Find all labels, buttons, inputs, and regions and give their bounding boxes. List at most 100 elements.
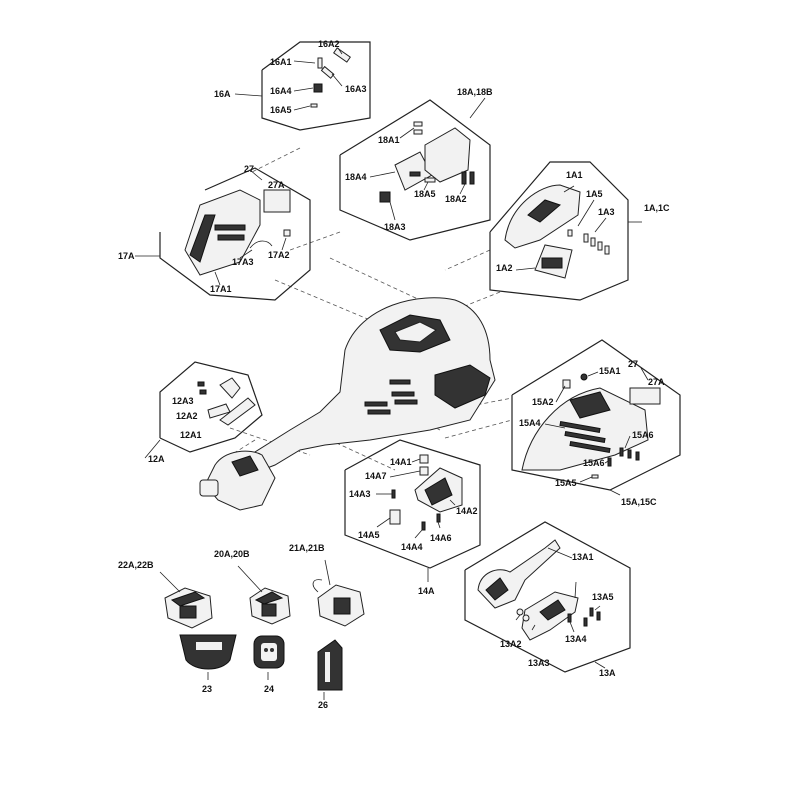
label-16a2: 16A2: [318, 39, 340, 49]
label-16a4: 16A4: [270, 86, 292, 96]
label-18a5: 18A5: [414, 189, 436, 199]
part-14a5-shape: [389, 509, 401, 525]
label-15a4: 15A4: [519, 418, 541, 428]
label-18a1: 18A1: [378, 135, 400, 145]
group-18a-18b: [339, 97, 491, 241]
label-12a: 12A: [148, 454, 165, 464]
part-1a5-shape: [567, 229, 573, 237]
decal-23: [179, 634, 237, 680]
label-1a2: 1A2: [496, 263, 513, 273]
label-14a: 14A: [418, 586, 435, 596]
label-17a2: 17A2: [268, 250, 290, 260]
part-12a-switch-shape: [219, 377, 241, 399]
label-14a5: 14A5: [358, 530, 380, 540]
label-22a22b: 22A,22B: [118, 560, 154, 570]
label-23: 23: [202, 684, 212, 694]
label-16a3: 16A3: [345, 84, 367, 94]
label-26: 26: [318, 700, 328, 710]
group-15a-15c: [511, 339, 681, 496]
part-12a1-shape: [219, 397, 256, 426]
part-16a2-shape: [333, 47, 351, 63]
label-18a3: 18A3: [384, 222, 406, 232]
part-16a3-shape: [320, 65, 335, 79]
group-13a: [464, 521, 631, 673]
label-27a-top: 27A: [268, 180, 285, 190]
part-14a3-shape: [391, 489, 396, 499]
part-13a2-shape: [516, 608, 524, 616]
group-16a: [234, 41, 371, 131]
label-13a1: 13A1: [572, 552, 594, 562]
battery-21a-21b: [312, 559, 365, 627]
label-16a: 16A: [214, 89, 231, 99]
battery-20a-20b: [237, 565, 291, 625]
label-14a6: 14A6: [430, 533, 452, 543]
part-18a1-shape: [413, 121, 423, 127]
label-15a2: 15A2: [532, 397, 554, 407]
part-14a1-shape: [419, 454, 429, 464]
group-12a: [144, 361, 263, 459]
label-24: 24: [264, 684, 274, 694]
label-14a3: 14A3: [349, 489, 371, 499]
group-1a-1c: [489, 161, 642, 301]
part-17a3-shape: [249, 240, 273, 249]
label-13a5: 13A5: [592, 592, 614, 602]
label-15a15c: 15A,15C: [621, 497, 657, 507]
part-17a1-shape: [184, 189, 261, 276]
label-14a2: 14A2: [456, 506, 478, 516]
label-27-right: 27: [628, 359, 638, 369]
part-1a3-shape: [583, 233, 589, 243]
label-17a3: 17A3: [232, 257, 254, 267]
part-27a-shape: [263, 189, 291, 213]
label-15a6-b: 15A6: [583, 458, 605, 468]
label-13a2: 13A2: [500, 639, 522, 649]
label-1a1: 1A1: [566, 170, 583, 180]
part-14a6-shape: [436, 513, 441, 523]
label-12a2: 12A2: [176, 411, 198, 421]
battery-22a-22b: [159, 571, 213, 629]
label-12a1: 12A1: [180, 430, 202, 440]
part-18a3-shape: [379, 191, 391, 203]
label-1a1c: 1A,1C: [644, 203, 670, 213]
label-17a1: 17A1: [210, 284, 232, 294]
label-12a3: 12A3: [172, 396, 194, 406]
part-15a1-shape: [580, 373, 588, 381]
part-16a5-shape: [310, 103, 318, 108]
decal-26: [317, 639, 343, 700]
label-16a1: 16A1: [270, 57, 292, 67]
group-14a: [344, 439, 481, 582]
part-15a2-shape: [562, 379, 571, 389]
part-13a4-shape: [567, 613, 572, 623]
label-15a6-a: 15A6: [632, 430, 654, 440]
part-16a4-shape: [313, 83, 323, 93]
part-15a6-shape: [619, 447, 624, 457]
part-18a-housing-shape: [424, 127, 471, 183]
label-14a1: 14A1: [390, 457, 412, 467]
label-27-top: 27: [244, 164, 254, 174]
label-14a4: 14A4: [401, 542, 423, 552]
part-14a4-shape: [421, 521, 426, 531]
part-18a2-shape: [461, 171, 467, 185]
label-15a5: 15A5: [555, 478, 577, 488]
part-12a3-shape: [197, 381, 205, 387]
label-18a18b: 18A,18B: [457, 87, 493, 97]
label-13a: 13A: [599, 668, 616, 678]
label-27a-right: 27A: [648, 377, 665, 387]
part-15a-27a-shape: [629, 387, 661, 405]
label-16a5: 16A5: [270, 105, 292, 115]
label-18a2: 18A2: [445, 194, 467, 204]
trimmer-head-shape: [204, 450, 276, 511]
main-trimmer-body: [199, 297, 496, 511]
label-20a20b: 20A,20B: [214, 549, 250, 559]
label-13a4: 13A4: [565, 634, 587, 644]
label-14a7: 14A7: [365, 471, 387, 481]
part-13a5-shape: [589, 607, 594, 617]
label-18a4: 18A4: [345, 172, 367, 182]
part-labels: 16A2 16A1 16A3 16A 16A4 16A5 18A,18B 18A1 18A4 18…: [118, 39, 670, 710]
decal-24: [253, 635, 285, 680]
part-15a5-shape: [591, 474, 599, 479]
label-1a5: 1A5: [586, 189, 603, 199]
label-13a3: 13A3: [528, 658, 550, 668]
group-17a: [135, 167, 311, 301]
